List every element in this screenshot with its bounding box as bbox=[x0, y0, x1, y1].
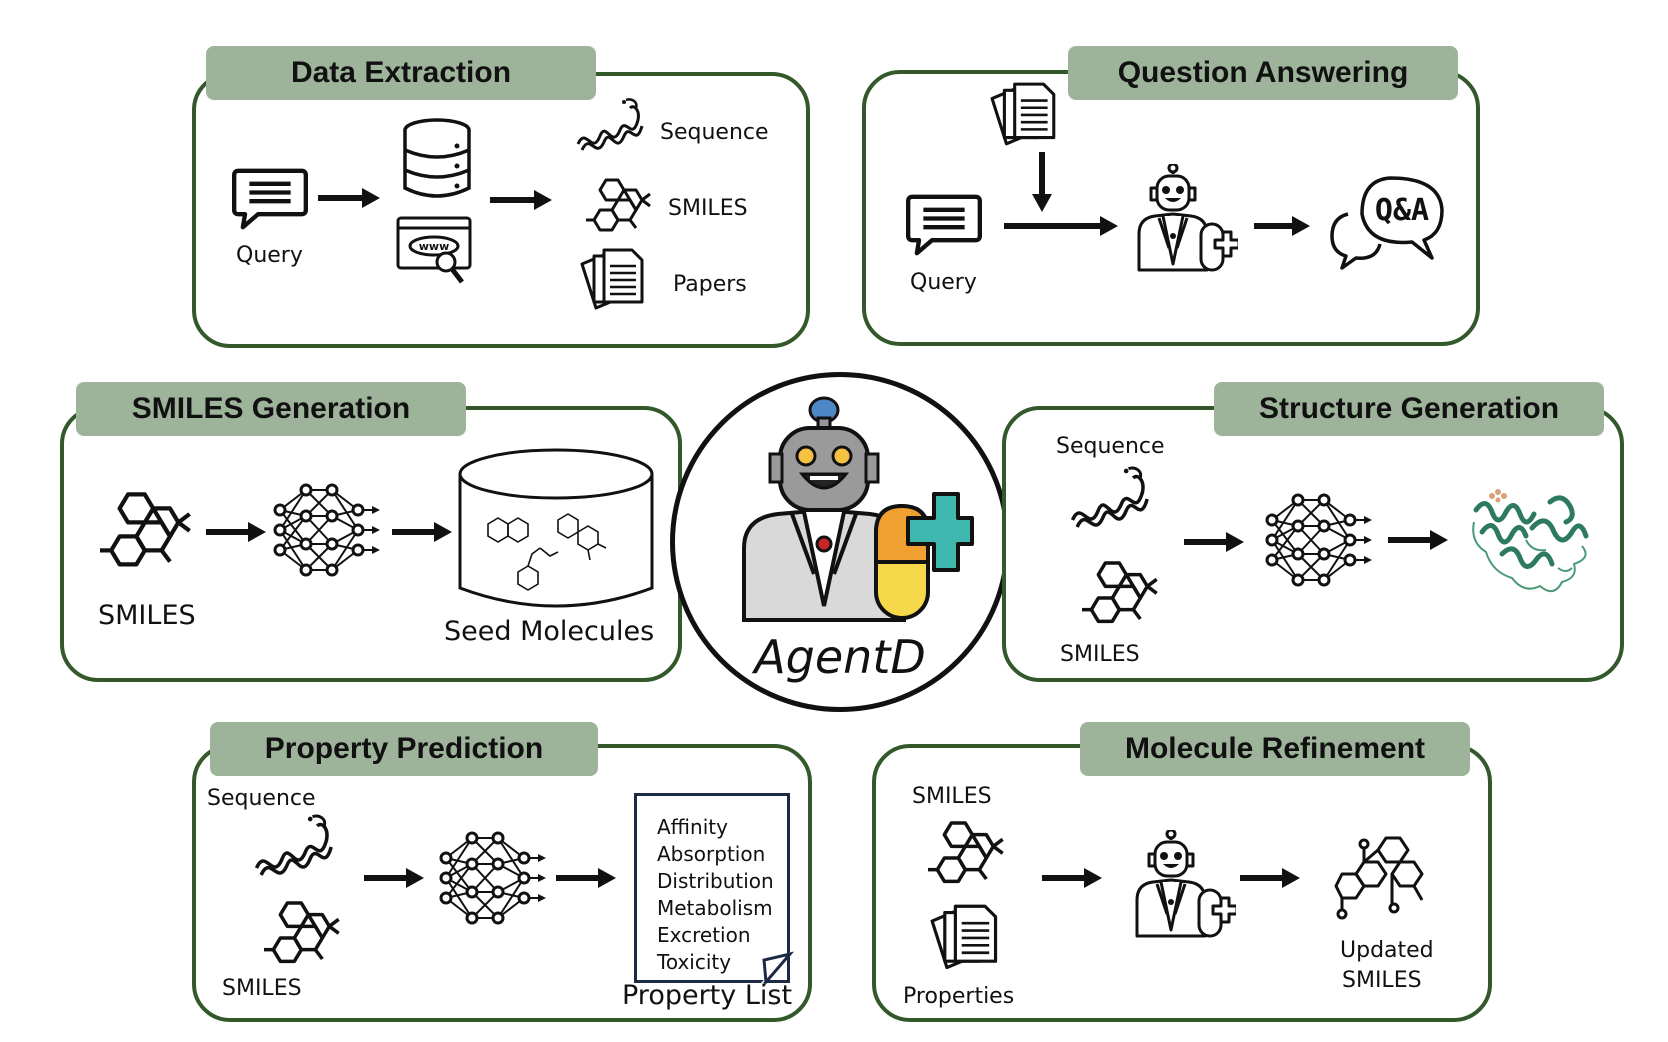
data-extraction-output-smiles: SMILES bbox=[668, 196, 748, 221]
question-answering-title: Question Answering bbox=[1068, 46, 1458, 100]
property-prediction-input-sequence: Sequence bbox=[207, 786, 316, 811]
chat-icon bbox=[232, 166, 308, 232]
papers-icon bbox=[580, 246, 650, 316]
structure-generation-input-sequence: Sequence bbox=[1056, 434, 1165, 459]
papers-icon bbox=[930, 902, 1004, 976]
neural-network-icon bbox=[272, 478, 382, 582]
arrow-right bbox=[1184, 532, 1244, 552]
protein-structure-icon bbox=[1472, 489, 1589, 593]
database-icon bbox=[403, 118, 471, 198]
molecule-icon bbox=[1334, 836, 1424, 920]
cylinder-icon bbox=[458, 448, 654, 608]
arrow-right bbox=[556, 868, 616, 888]
arrow-right bbox=[1388, 530, 1448, 550]
helix-icon bbox=[1070, 464, 1152, 534]
arrow-down bbox=[1032, 152, 1052, 212]
arrow-right bbox=[1004, 216, 1118, 236]
molecule-refinement-output-line1: Updated bbox=[1340, 938, 1434, 963]
data-extraction-output-papers: Papers bbox=[673, 272, 747, 297]
smiles-generation-input-label: SMILES bbox=[98, 600, 196, 631]
arrow-right bbox=[206, 522, 266, 542]
arrow-right bbox=[318, 188, 380, 208]
data-extraction-output-sequence: Sequence bbox=[660, 120, 769, 145]
molecule-refinement-title: Molecule Refinement bbox=[1080, 722, 1470, 776]
property-prediction-input-smiles: SMILES bbox=[222, 976, 302, 1001]
arrow-right bbox=[1240, 868, 1300, 888]
molecule-icon bbox=[916, 816, 1010, 886]
data-extraction-query-label: Query bbox=[236, 243, 303, 268]
qa-bubble-icon: Q&A bbox=[1330, 176, 1444, 270]
robot-doctor-icon bbox=[1126, 830, 1236, 940]
property-item: Excretion bbox=[657, 923, 751, 947]
question-answering-query-label: Query bbox=[910, 270, 977, 295]
structure-generation-input-smiles: SMILES bbox=[1060, 642, 1140, 667]
molecule-icon bbox=[576, 174, 656, 234]
chat-icon bbox=[906, 192, 982, 258]
data-extraction-title: Data Extraction bbox=[206, 46, 596, 100]
arrow-right bbox=[1254, 216, 1310, 236]
structure-generation-panel bbox=[1002, 406, 1624, 682]
property-list-document: Affinity Absorption Distribution Metabol… bbox=[634, 793, 790, 983]
property-prediction-title: Property Prediction bbox=[210, 722, 598, 776]
arrow-right bbox=[490, 190, 552, 210]
smiles-generation-title: SMILES Generation bbox=[76, 382, 466, 436]
helix-icon bbox=[576, 96, 646, 156]
page-fold-icon bbox=[760, 951, 795, 986]
structure-generation-title: Structure Generation bbox=[1214, 382, 1604, 436]
arrow-right bbox=[1042, 868, 1102, 888]
neural-network-icon bbox=[438, 826, 548, 930]
neural-network-icon bbox=[1264, 488, 1374, 592]
qa-bubble-text: Q&A bbox=[1375, 193, 1429, 228]
molecule-icon bbox=[86, 486, 198, 570]
molecule-refinement-output-line2: SMILES bbox=[1342, 968, 1422, 993]
arrow-right bbox=[392, 522, 452, 542]
arrow-right bbox=[364, 868, 424, 888]
robot-doctor-icon bbox=[742, 396, 974, 622]
robot-doctor-icon bbox=[1128, 164, 1238, 274]
agentd-title: AgentD bbox=[754, 630, 926, 684]
property-item: Affinity bbox=[657, 815, 728, 839]
property-item: Distribution bbox=[657, 869, 774, 893]
property-list-label: Property List bbox=[622, 980, 793, 1011]
property-item: Toxicity bbox=[657, 950, 732, 974]
property-item: Metabolism bbox=[657, 896, 773, 920]
molecule-icon bbox=[252, 896, 346, 966]
svg-text:www: www bbox=[419, 240, 450, 253]
property-item: Absorption bbox=[657, 842, 766, 866]
molecule-icon bbox=[1070, 556, 1164, 626]
helix-icon bbox=[254, 812, 336, 882]
molecule-refinement-input-properties: Properties bbox=[903, 984, 1015, 1009]
papers-icon bbox=[990, 80, 1062, 152]
www-search-icon: www bbox=[396, 216, 472, 284]
smiles-generation-output-label: Seed Molecules bbox=[444, 616, 655, 647]
molecule-refinement-input-smiles: SMILES bbox=[912, 784, 992, 809]
